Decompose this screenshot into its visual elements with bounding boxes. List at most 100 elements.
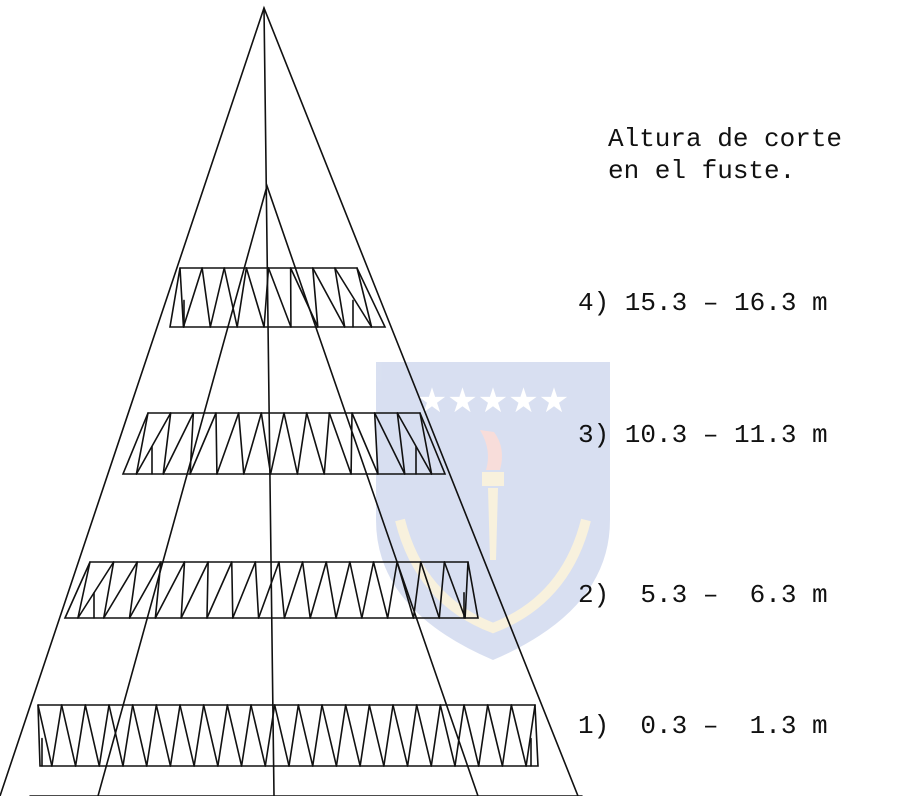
band-level-4-frame: [169, 267, 387, 328]
band-level-1-diagonal: [240, 704, 252, 767]
band-level-3-diagonal: [351, 412, 379, 475]
band-level-3-diagonal: [189, 412, 217, 475]
band-level-2-diagonal: [386, 561, 398, 619]
band-level-1-diagonal: [74, 704, 87, 767]
band-level-3-diagonal: [215, 412, 218, 475]
band-level-1-diagonal: [98, 704, 110, 767]
band-level-1-diagonal: [439, 704, 456, 767]
band-level-1-diagonal: [202, 704, 219, 767]
level-3-label: 3) 10.3 – 11.3 m: [578, 420, 828, 450]
band-level-4-diagonal: [263, 267, 270, 328]
band-level-2-diagonal: [412, 561, 422, 619]
band-level-2-diagonal: [419, 561, 441, 619]
band-level-3-diagonal: [269, 412, 285, 475]
band-level-3-diagonal: [189, 412, 195, 475]
band-level-2-diagonal: [349, 561, 363, 619]
band-level-1-diagonal: [217, 704, 229, 767]
band-level-2-diagonal: [443, 561, 466, 619]
tower-axis-line: [263, 7, 275, 796]
band-level-2-diagonal: [309, 561, 328, 619]
band-level-1-diagonal: [273, 704, 290, 767]
band-level-4-diagonal: [334, 267, 373, 328]
band-level-3-diagonal: [162, 412, 195, 475]
band-level-4-diagonal: [356, 267, 373, 328]
band-level-3-diagonal: [260, 412, 272, 475]
band-level-1-diagonal: [264, 704, 276, 767]
band-level-1-diagonal: [37, 704, 53, 767]
band-level-1-diagonal: [145, 704, 158, 767]
band-level-2-diagonal: [396, 561, 415, 619]
band-level-1-diagonal: [297, 704, 314, 767]
band-level-3-diagonal: [396, 412, 433, 475]
band-level-3-diagonal: [373, 412, 406, 475]
band-level-4-diagonal: [223, 267, 238, 328]
band-level-1-diagonal: [155, 704, 172, 767]
band-level-1-diagonal: [477, 704, 489, 767]
band-level-1-diagonal: [321, 704, 338, 767]
band-level-2-diagonal: [231, 561, 257, 619]
band-level-1-diagonal: [226, 704, 243, 767]
band-level-2-diagonal: [325, 561, 337, 619]
band-level-2-diagonal: [180, 561, 186, 619]
band-level-2-diagonal: [102, 561, 139, 619]
band-level-2-diagonal: [283, 561, 304, 619]
band-level-2-diagonal: [154, 561, 162, 619]
svg-text:★★★★★: ★★★★★: [417, 381, 569, 421]
band-level-2-diagonal: [372, 561, 389, 619]
band-level-2-diagonal: [361, 561, 375, 619]
band-level-3-diagonal: [323, 412, 331, 475]
band-level-3-diagonal: [328, 412, 352, 475]
band-level-1-diagonal: [179, 704, 195, 767]
band-level-2-diagonal: [206, 561, 209, 619]
band-level-4-diagonal: [201, 267, 212, 328]
level-4-label: 4) 15.3 – 16.3 m: [578, 288, 828, 318]
band-level-2-diagonal: [128, 561, 162, 619]
band-level-1-diagonal: [406, 704, 418, 767]
band-level-3-diagonal: [373, 412, 379, 475]
band-level-1-diagonal: [454, 704, 465, 767]
band-level-1-diagonal: [60, 704, 77, 767]
band-level-2-diagonal: [77, 561, 91, 619]
band-level-3-diagonal: [135, 412, 149, 475]
band-level-1-diagonal: [51, 704, 63, 767]
inner-tower-profile: [97, 183, 479, 796]
band-level-3-diagonal: [162, 412, 172, 475]
band-level-1-diagonal: [169, 704, 181, 767]
band-level-3-diagonal: [135, 412, 172, 475]
band-level-2-diagonal: [335, 561, 351, 619]
band-level-1-diagonal: [525, 704, 536, 767]
band-level-2-diagonal: [438, 561, 446, 619]
band-level-4-diagonal: [289, 267, 319, 328]
band-level-1-diagonal: [335, 704, 347, 767]
band-level-1-diagonal: [311, 704, 323, 767]
band-level-3-diagonal: [242, 412, 263, 475]
band-level-2-diagonal: [464, 561, 469, 619]
band-level-1-diagonal: [463, 704, 480, 767]
band-level-1-diagonal: [368, 704, 385, 767]
caption-line-1: Altura de corte: [608, 124, 843, 154]
band-level-1-diagonal: [501, 704, 513, 767]
band-level-4-diagonal: [311, 267, 346, 328]
band-level-3-diagonal: [419, 412, 433, 475]
band-level-4-diagonal: [311, 267, 319, 328]
band-level-2-diagonal: [180, 561, 209, 619]
band-level-2-diagonal: [102, 561, 115, 619]
band-level-1-diagonal: [415, 704, 433, 767]
band-level-3-diagonal: [396, 412, 406, 475]
band-level-1-diagonal: [131, 704, 148, 767]
band-level-2-diagonal: [230, 561, 234, 619]
band-level-1-diagonal: [430, 704, 442, 767]
band-level-2-diagonal: [154, 561, 186, 619]
band-level-3-diagonal: [237, 412, 245, 475]
band-level-1-diagonal: [510, 704, 527, 767]
band-level-1-diagonal: [108, 704, 124, 767]
band-level-3-diagonal: [296, 412, 308, 475]
band-level-2-frame: [63, 561, 479, 619]
level-2-label: 2) 5.3 – 6.3 m: [578, 580, 828, 610]
band-level-1-diagonal: [344, 704, 361, 767]
band-level-4-diagonal: [245, 267, 265, 328]
band-level-3-diagonal: [305, 412, 326, 475]
band-level-1-diagonal: [122, 704, 134, 767]
band-level-1-diagonal: [84, 704, 101, 767]
